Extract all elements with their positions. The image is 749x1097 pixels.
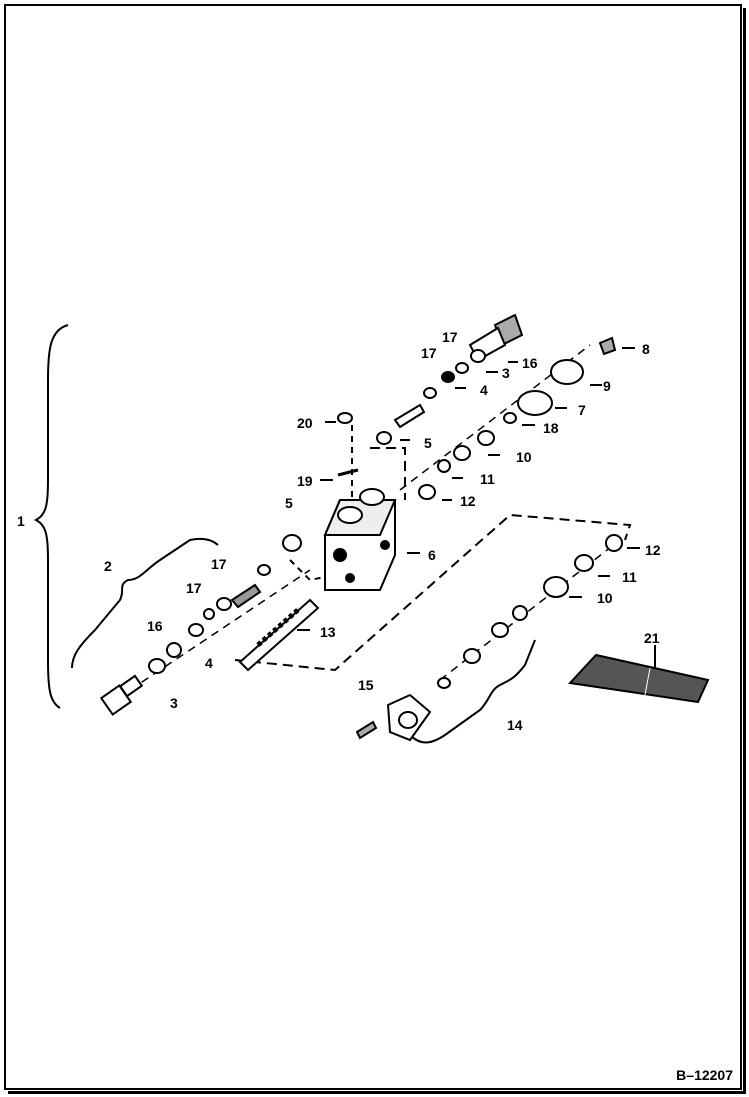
- callout-2: 2: [104, 558, 112, 574]
- left-seals: [148, 534, 302, 674]
- callout-10: 10: [516, 449, 532, 465]
- callout-3: 3: [170, 695, 178, 711]
- callout-10: 10: [597, 590, 613, 606]
- callout-6: 6: [428, 547, 436, 563]
- brace-14: [409, 639, 536, 744]
- callout-5: 5: [424, 435, 432, 451]
- callout-16: 16: [522, 355, 538, 371]
- detent-parts: [418, 336, 617, 500]
- callout-15: 15: [358, 677, 374, 693]
- decal-21: [567, 653, 710, 704]
- callout-9: 9: [603, 378, 611, 394]
- callout-5: 5: [285, 495, 293, 511]
- callout-18: 18: [543, 420, 559, 436]
- callout-12: 12: [460, 493, 476, 509]
- frame-shadow: [8, 8, 746, 1094]
- callout-3: 3: [502, 365, 510, 381]
- callout-1: 1: [17, 513, 25, 529]
- callout-16: 16: [147, 618, 163, 634]
- cap-assembly: [355, 534, 623, 742]
- callout-20: 20: [297, 415, 313, 431]
- callout-4: 4: [480, 382, 488, 398]
- callout-17: 17: [211, 556, 227, 572]
- callout-11: 11: [622, 569, 637, 585]
- spool-13: [238, 598, 320, 672]
- callout-17: 17: [421, 345, 437, 361]
- brace-2: [71, 537, 219, 669]
- callout-14: 14: [507, 717, 523, 733]
- callout-12: 12: [645, 542, 661, 558]
- dashed-outline: [234, 513, 632, 672]
- callout-7: 7: [578, 402, 586, 418]
- figure-id: B–12207: [676, 1067, 733, 1083]
- plug-left: [99, 674, 144, 716]
- callout-8: 8: [642, 341, 650, 357]
- page-frame: [4, 4, 742, 1090]
- callout-11: 11: [480, 471, 495, 487]
- valve-body: [323, 488, 397, 591]
- callout-17: 17: [186, 580, 202, 596]
- callout-19: 19: [297, 473, 313, 489]
- relief-valve: [337, 313, 524, 477]
- callout-4: 4: [205, 655, 213, 671]
- callout-17: 17: [442, 329, 458, 345]
- callout-13: 13: [320, 624, 336, 640]
- brace-1: [33, 324, 69, 709]
- callout-21: 21: [644, 630, 660, 646]
